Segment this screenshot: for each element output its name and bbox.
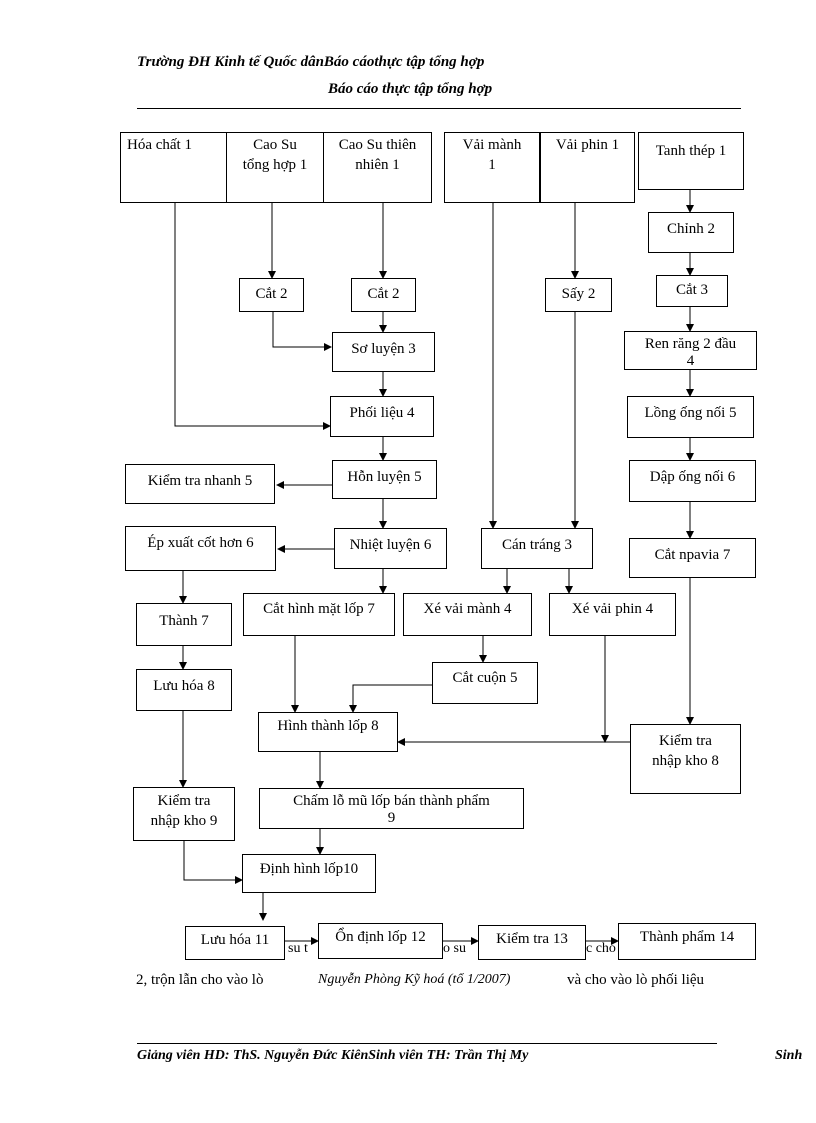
behind-fragment-2: o su [443, 941, 466, 956]
box-vai-phin: Vải phin 1 [540, 132, 635, 203]
box-hinh-thanh-lop: Hình thành lốp 8 [258, 712, 398, 752]
footer-right: Sinh [775, 1048, 803, 1063]
box-long-ong-noi: Lồng ống nối 5 [627, 396, 754, 438]
box-on-dinh-lop: Ổn định lốp 12 [318, 923, 443, 959]
box-thanh: Thành 7 [136, 603, 232, 646]
arrow-cat-cuon-to-hinh-thanh [349, 684, 432, 713]
box-ren-rang: Ren răng 2 đầu 4 [624, 331, 757, 370]
box-can-trang: Cán tráng 3 [481, 528, 593, 569]
box-dap-ong-noi: Dập ống nối 6 [629, 460, 756, 502]
box-luu-hoa-11: Lưu hóa 11 [185, 926, 285, 960]
arrow-cat-to-so-luyen [272, 312, 332, 351]
arrow-hoa-chat-to-phoi-lieu [174, 203, 331, 430]
box-cat-hinh-mat-lop: Cắt hình mặt lốp 7 [243, 593, 395, 636]
box-xe-vai-manh: Xé vải mành 4 [403, 593, 532, 636]
header-line-1: Trường ĐH Kinh tế Quốc dânBáo cáothực tậ… [137, 54, 485, 70]
box-chinh: Chỉnh 2 [648, 212, 734, 253]
box-thanh-pham: Thành phẩm 14 [618, 923, 756, 960]
box-phoi-lieu: Phối liệu 4 [330, 396, 434, 437]
behind-fragment-1: su t [288, 941, 308, 956]
footer-left: Giảng viên HD: ThS. Nguyễn Đức KiênSinh … [137, 1048, 529, 1063]
box-kiem-tra-nhap-kho-9: Kiểm tra nhập kho 9 [133, 787, 235, 841]
box-kiem-tra-nhanh: Kiểm tra nhanh 5 [125, 464, 275, 504]
box-vai-manh: Vải mành 1 [444, 132, 540, 203]
box-cat-a: Cắt 2 [239, 278, 304, 312]
box-cat-cuon: Cắt cuộn 5 [432, 662, 538, 704]
arrow-kiem-tra9-to-dinh-hinh [183, 841, 243, 884]
body-text-line: 2, trộn lẫn cho vào lò [136, 972, 264, 988]
body-text-line-tail: và cho vào lò phối liệu [567, 972, 705, 988]
body-text-overlap: Nguyễn Phòng Kỹ hoá (tổ 1/2007) [318, 972, 511, 987]
header-rule [137, 108, 741, 109]
box-cao-su-thien-nhien: Cao Su thiên nhiên 1 [323, 132, 432, 203]
box-cham-lo: Chấm lỗ mũ lốp bán thành phẩm 9 [259, 788, 524, 829]
box-so-luyen: Sơ luyện 3 [332, 332, 435, 372]
box-say: Sấy 2 [545, 278, 612, 312]
box-ep-xuat: Ép xuất cốt hơn 6 [125, 526, 276, 571]
box-kiem-tra-nhap-kho-8: Kiểm tra nhập kho 8 [630, 724, 741, 794]
box-dinh-hinh-lop: Định hình lốp10 [242, 854, 376, 893]
box-cat-npavia: Cắt npavia 7 [629, 538, 756, 578]
box-luu-hoa-8: Lưu hóa 8 [136, 669, 232, 711]
behind-fragment-3: c cho [586, 941, 616, 956]
footer-rule [137, 1043, 717, 1044]
box-nhiet-luyen: Nhiệt luyện 6 [334, 528, 447, 569]
box-kiem-tra-13: Kiểm tra 13 [478, 925, 586, 960]
box-cao-su-tong-hop: Cao Su tổng hợp 1 [226, 132, 324, 203]
box-hon-luyen: Hỗn luyện 5 [332, 460, 437, 499]
box-hoa-chat: Hóa chất 1 [120, 132, 228, 203]
header-line-2: Báo cáo thực tập tổng hợp [328, 81, 493, 97]
box-cat-b: Cắt 2 [351, 278, 416, 312]
box-tanh-thep: Tanh thép 1 [638, 132, 744, 190]
box-cat3: Cắt 3 [656, 275, 728, 307]
box-xe-vai-phin: Xé vải phin 4 [549, 593, 676, 636]
